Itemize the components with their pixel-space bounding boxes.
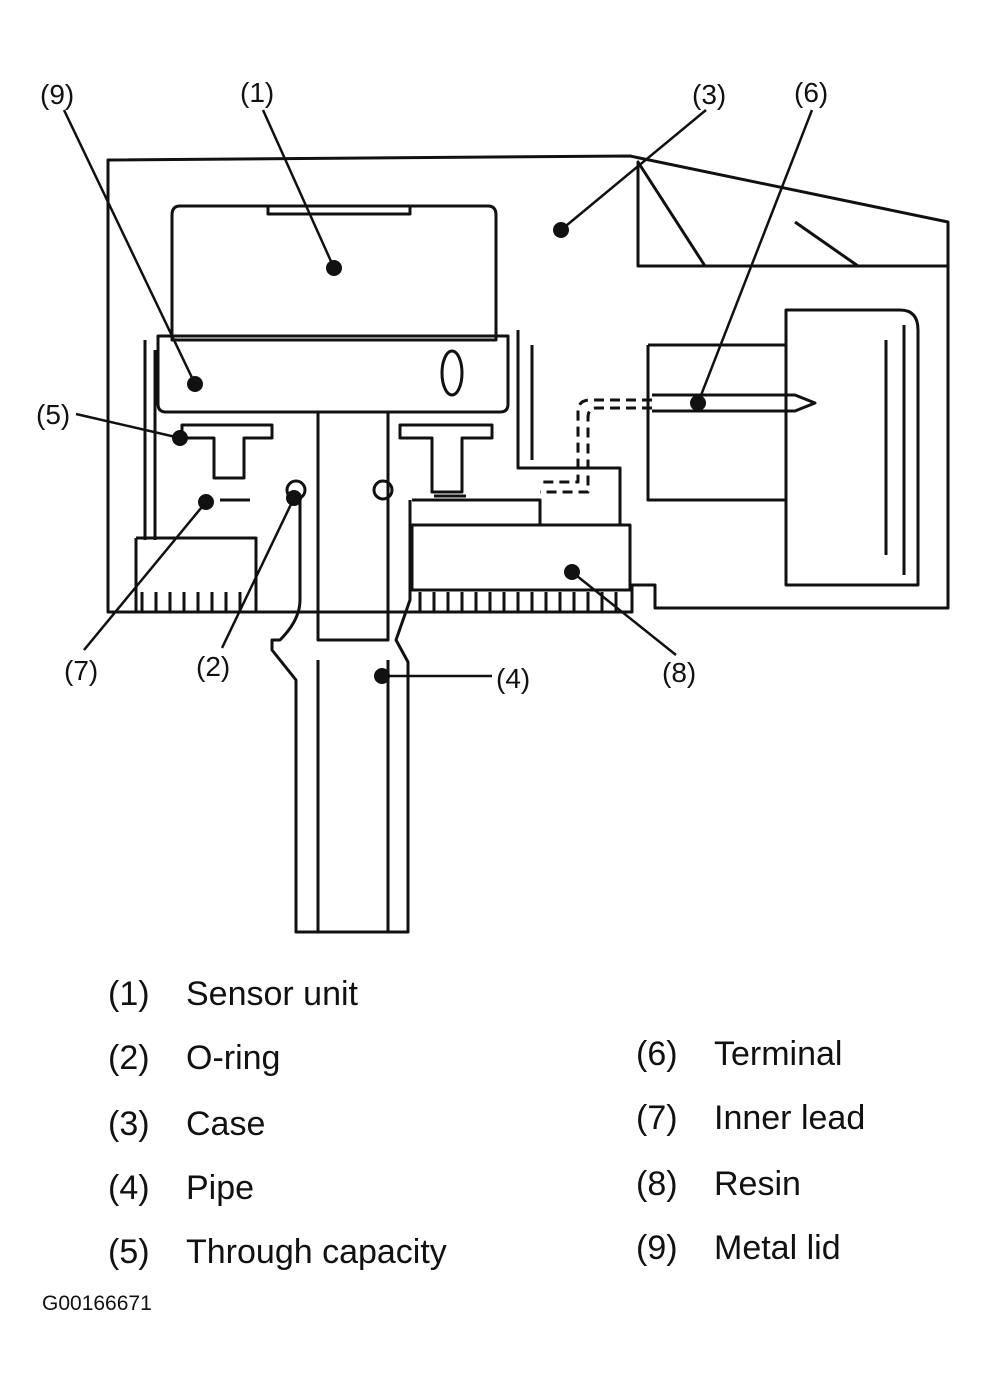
legend-label: Sensor unit (186, 975, 358, 1013)
sensor-unit-top (266, 206, 412, 216)
callout-dot-2 (286, 490, 302, 506)
o-ring-right (372, 479, 394, 501)
callout-label-4: (4) (496, 663, 530, 694)
connector-socket (784, 308, 920, 587)
figure-id: G00166671 (42, 1292, 152, 1315)
legend-label: Inner lead (714, 1099, 866, 1137)
callout-label-1: (1) (240, 77, 274, 108)
legend-number: (3) (108, 1105, 150, 1143)
case-outline (106, 154, 950, 614)
legend-number: (1) (108, 975, 150, 1013)
base-plate (134, 536, 258, 612)
legend-number: (8) (636, 1165, 678, 1203)
leader-6 (696, 109, 814, 404)
terminal-housing (646, 343, 786, 502)
pipe-outer (270, 500, 412, 934)
legend-label: Resin (714, 1165, 801, 1203)
resin-block (410, 523, 632, 592)
callout-dot-5 (172, 430, 188, 446)
legend-label: Through capacity (186, 1233, 447, 1271)
legend-number: (5) (108, 1233, 150, 1271)
through-capacity-left (180, 423, 274, 480)
callout-label-8: (8) (662, 657, 696, 688)
callout-label-7: (7) (64, 655, 98, 686)
legend-label: Terminal (714, 1035, 843, 1073)
callout-dot-9 (187, 376, 203, 392)
leader-3 (560, 109, 707, 231)
pipe-inner (316, 412, 390, 642)
inner-chamber (143, 330, 622, 540)
callout-dot-6 (690, 395, 706, 411)
callout-label-2: (2) (196, 651, 230, 682)
legend-number: (2) (108, 1039, 150, 1077)
legend-number: (6) (636, 1035, 678, 1073)
hatching (140, 592, 618, 612)
callout-label-3: (3) (692, 79, 726, 110)
leader-9 (62, 109, 197, 385)
callout-label-9: (9) (40, 79, 74, 110)
connector-bevel (636, 160, 948, 268)
legend-number: (7) (636, 1099, 678, 1137)
callout-label-6: (6) (794, 77, 828, 108)
legend-label: O-ring (186, 1039, 281, 1077)
callout-dot-3 (553, 222, 569, 238)
leader-1 (261, 109, 336, 269)
legend-label: Metal lid (714, 1229, 841, 1267)
leader-2 (220, 497, 296, 649)
callout-dot-7 (198, 494, 214, 510)
leader-8 (571, 571, 677, 656)
through-capacity-right (398, 423, 494, 494)
leader-7 (83, 501, 207, 651)
inner-step (412, 498, 542, 527)
callout-dot-1 (326, 260, 342, 276)
legend-number: (9) (636, 1229, 678, 1267)
callout-dot-8 (564, 564, 580, 580)
sensor-unit (170, 204, 498, 342)
leader-5 (75, 412, 181, 440)
callout-dot-4 (374, 668, 390, 684)
inner-lead-path (540, 398, 652, 494)
metal-lid (156, 334, 510, 414)
legend-label: Case (186, 1105, 266, 1143)
callout-label-5: (5) (36, 399, 70, 430)
terminal-pin (652, 393, 817, 413)
legend-label: Pipe (186, 1169, 255, 1207)
legend-number: (4) (108, 1169, 150, 1207)
lid-rivet (440, 349, 464, 397)
